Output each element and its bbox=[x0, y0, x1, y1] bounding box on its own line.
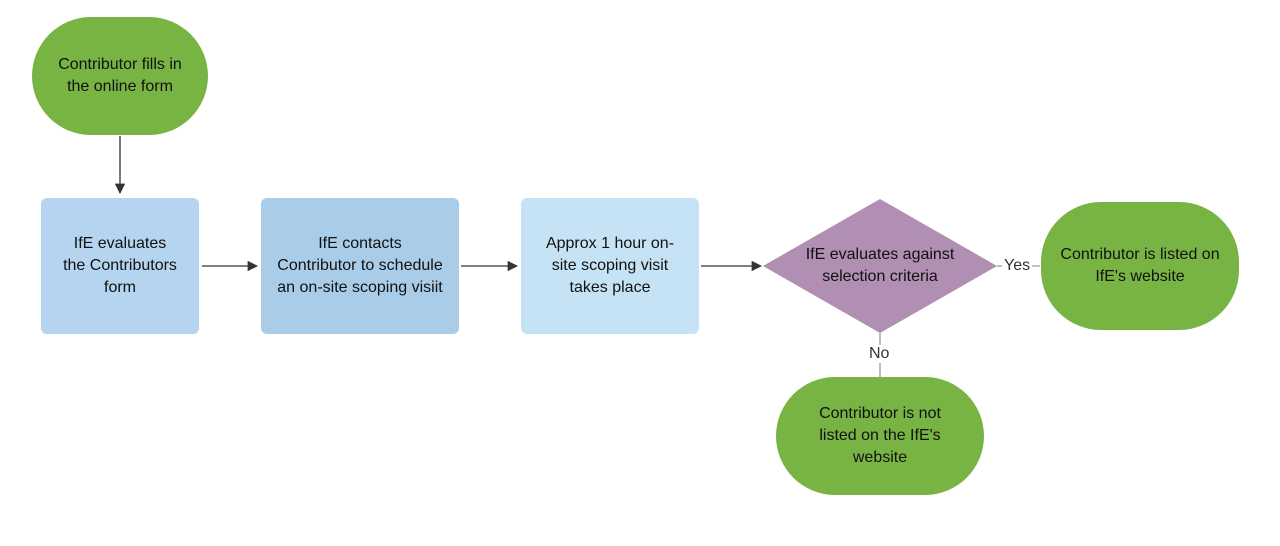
listed-node: Contributor is listed on IfE's website bbox=[1041, 202, 1239, 330]
contact-node-text: IfE contacts Contributor to schedule an … bbox=[277, 235, 443, 296]
not-listed-node: Contributor is not listed on the IfE's w… bbox=[776, 377, 984, 495]
start-node: Contributor fills in the online form bbox=[32, 17, 208, 135]
yes-edge-label: Yes bbox=[1002, 257, 1033, 275]
evaluate-form-node-text: IfE evaluates the Contributors form bbox=[63, 235, 177, 296]
start-node-text: Contributor fills in the online form bbox=[58, 56, 182, 95]
decision-node-label: IfE evaluates against selection criteria bbox=[800, 230, 960, 302]
evaluate-form-node: IfE evaluates the Contributors form bbox=[41, 198, 199, 334]
decision-diamond bbox=[763, 199, 997, 333]
decision-node-text: IfE evaluates against selection criteria bbox=[805, 246, 955, 285]
listed-node-text: Contributor is listed on IfE's website bbox=[1060, 246, 1220, 285]
contact-node: IfE contacts Contributor to schedule an … bbox=[261, 198, 459, 334]
visit-node: Approx 1 hour on-site scoping visit take… bbox=[521, 198, 699, 334]
visit-node-text: Approx 1 hour on-site scoping visit take… bbox=[545, 235, 675, 296]
no-edge-label: No bbox=[867, 345, 892, 363]
not-listed-node-text: Contributor is not listed on the IfE's w… bbox=[819, 405, 941, 466]
